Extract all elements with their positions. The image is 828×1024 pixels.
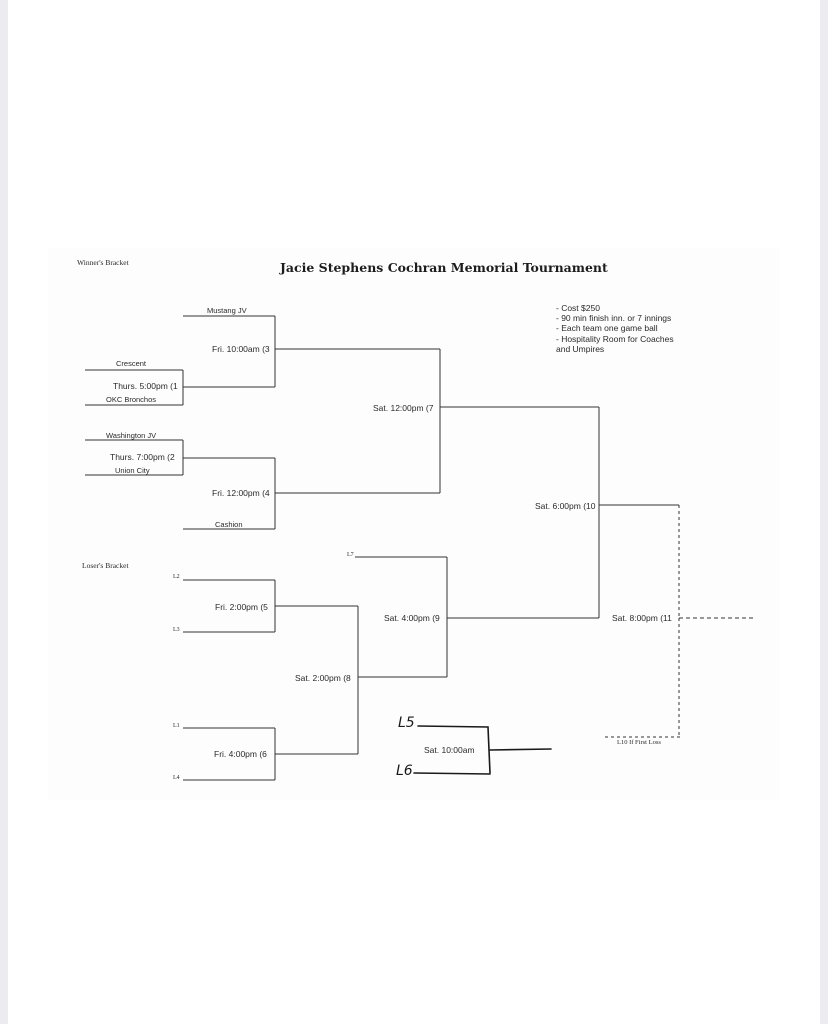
team-crescent: Crescent — [116, 359, 147, 368]
note-line: - Each team one game ball — [556, 323, 658, 334]
hand-bracket-winner — [489, 748, 552, 751]
team-washington: Washington JV — [106, 431, 157, 440]
slot-l4: L4 — [173, 775, 180, 781]
game-10: Sat. 6:00pm (10 — [535, 501, 596, 511]
note-line: - Cost $250 — [556, 303, 600, 313]
note-line: and Umpires — [556, 343, 605, 354]
game-3: Fri. 10:00am (3 — [212, 344, 270, 354]
game-extra: Sat. 10:00am — [424, 745, 475, 755]
handwritten-l5: L5 — [398, 715, 415, 731]
team-cashion: Cashion — [215, 520, 243, 529]
tournament-notes: - Cost $250 - 90 min finish inn. or 7 in… — [556, 303, 674, 354]
slot-l1: L1 — [173, 723, 180, 729]
game-6: Fri. 4:00pm (6 — [214, 749, 267, 759]
game-2: Thurs. 7:00pm (2 — [110, 452, 175, 462]
team-mustang: Mustang JV — [207, 306, 247, 315]
game-11: Sat. 8:00pm (11 — [612, 613, 672, 623]
game-9: Sat. 4:00pm (9 — [384, 613, 440, 623]
slot-l2: L2 — [173, 574, 180, 580]
slot-l7: L7 — [347, 552, 354, 558]
scanned-bracket-area — [48, 248, 780, 800]
team-union: Union City — [115, 466, 150, 475]
slot-l3: L3 — [173, 627, 180, 633]
team-okc: OKC Bronchos — [106, 395, 157, 404]
hand-bracket-l6 — [413, 772, 491, 775]
handwritten-l6: L6 — [396, 763, 413, 779]
note-line: - 90 min finish inn. or 7 innings — [556, 313, 672, 324]
game-1: Thurs. 5:00pm (1 — [113, 381, 178, 391]
game-8: Sat. 2:00pm (8 — [295, 673, 351, 683]
game-5: Fri. 2:00pm (5 — [215, 602, 268, 612]
losers-bracket-label: Loser's Bracket — [82, 561, 129, 570]
winners-bracket-label: Winner's Bracket — [77, 258, 129, 267]
hand-bracket-l5 — [417, 725, 491, 774]
if-first-loss-label: L10 If First Loss — [617, 739, 661, 746]
tournament-title: Jacie Stephens Cochran Memorial Tourname… — [280, 260, 608, 275]
note-line: - Hospitality Room for Coaches — [556, 333, 674, 344]
game-4: Fri. 12:00pm (4 — [212, 488, 270, 498]
game-7: Sat. 12:00pm (7 — [373, 403, 434, 413]
